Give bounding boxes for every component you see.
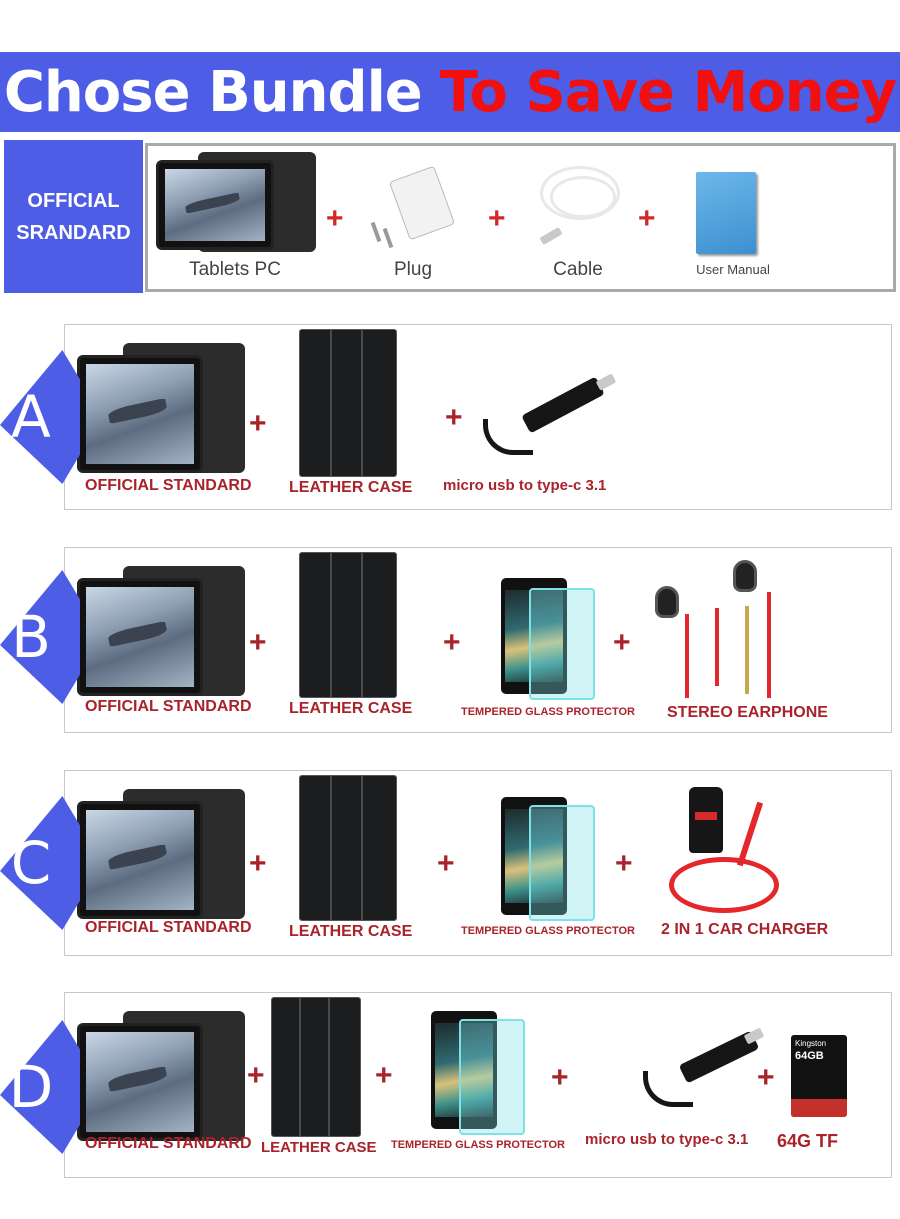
tablet-screen-image xyxy=(86,810,194,910)
cable-coil-image xyxy=(550,176,616,218)
bundle-d[interactable]: OFFICIAL STANDARD + LEATHER CASE + TEMPE… xyxy=(64,992,892,1178)
label-usb-type-c: micro usb to type-c 3.1 xyxy=(443,477,607,494)
plus-icon: + xyxy=(615,847,633,880)
tablet-front-image xyxy=(77,355,203,473)
leather-case-image xyxy=(299,329,397,477)
tablet-screen-image xyxy=(86,364,194,464)
tablet-front-image xyxy=(156,160,274,250)
charger-ring-image xyxy=(695,812,717,821)
label-official-standard: OFFICIAL STANDARD xyxy=(85,698,252,715)
label-64g-tf: 64G TF xyxy=(777,1131,839,1151)
type-c-tip-image xyxy=(595,373,617,391)
phone-screen-image xyxy=(505,809,563,903)
earbud-right-image xyxy=(733,560,757,592)
plus-icon: + xyxy=(488,202,506,235)
plus-icon: + xyxy=(375,1059,393,1092)
earphone-wire-image xyxy=(685,614,689,698)
glass-protector-image xyxy=(459,1019,525,1135)
bundle-c-letter: C xyxy=(10,829,52,897)
tablet-front-image xyxy=(77,578,203,696)
item-tablets-pc: Tablets PC xyxy=(189,259,281,280)
bundle-a-letter: A xyxy=(11,383,51,451)
label-leather-case: LEATHER CASE xyxy=(289,923,413,940)
earphone-wire-image xyxy=(767,592,771,698)
sd-card-brand: Kingston xyxy=(795,1039,827,1048)
tablet-front-image xyxy=(77,1023,203,1141)
plus-icon: + xyxy=(249,847,267,880)
phone-image xyxy=(501,797,567,915)
official-standard-line2: SRANDARD xyxy=(16,221,131,244)
phone-screen-image xyxy=(435,1023,493,1117)
user-manual-image xyxy=(696,172,756,254)
plus-icon: + xyxy=(437,847,455,880)
label-tempered-glass: TEMPERED GLASS PROTECTOR xyxy=(461,925,635,937)
tablet-screen-image xyxy=(86,1032,194,1132)
phone-image xyxy=(431,1011,497,1129)
cable-cord-image xyxy=(483,419,533,455)
header-title-red: To Save Money xyxy=(439,59,897,125)
plug-pin-image xyxy=(370,221,382,243)
label-car-charger: 2 IN 1 CAR CHARGER xyxy=(661,921,829,938)
plus-icon: + xyxy=(757,1061,775,1094)
tablet-screen-image xyxy=(86,587,194,687)
glass-protector-image xyxy=(529,588,595,700)
leather-case-image xyxy=(299,775,397,921)
earphone-jack-image xyxy=(745,606,749,694)
label-usb-type-c: micro usb to type-c 3.1 xyxy=(585,1131,749,1148)
item-plug: Plug xyxy=(393,259,433,280)
earphone-wire-image xyxy=(715,608,719,686)
phone-image xyxy=(501,578,567,694)
official-standard-line1: OFFICIAL xyxy=(27,189,120,212)
plus-icon: + xyxy=(551,1061,569,1094)
bundle-d-letter: D xyxy=(8,1053,54,1121)
official-standard-box: Tablets PC + Plug + Cable + User Manual xyxy=(145,143,896,292)
glass-protector-image xyxy=(529,805,595,921)
bundle-b[interactable]: OFFICIAL STANDARD + LEATHER CASE + TEMPE… xyxy=(64,547,892,733)
plus-icon: + xyxy=(445,401,463,434)
cable-connector-image xyxy=(521,376,605,434)
cable-coil-image xyxy=(540,166,620,220)
header-title-white: Chose Bundle xyxy=(3,59,423,125)
label-official-standard: OFFICIAL STANDARD xyxy=(85,1135,252,1152)
leather-case-image xyxy=(271,997,361,1137)
plug-pin-image xyxy=(382,227,394,249)
charger-cable-image xyxy=(669,857,779,913)
plus-icon: + xyxy=(443,626,461,659)
plus-icon: + xyxy=(613,626,631,659)
sd-card-capacity: 64GB xyxy=(795,1050,824,1062)
plus-icon: + xyxy=(247,1059,265,1092)
plus-icon: + xyxy=(326,202,344,235)
plus-icon: + xyxy=(249,407,267,440)
label-tempered-glass: TEMPERED GLASS PROTECTOR xyxy=(461,706,635,718)
charger-body-image xyxy=(689,787,723,853)
plug-body-image xyxy=(388,165,456,241)
leather-case-image xyxy=(299,552,397,698)
official-standard-label: OFFICIAL SRANDARD xyxy=(4,140,143,293)
bundle-a[interactable]: OFFICIAL STANDARD + LEATHER CASE + micro… xyxy=(64,324,892,510)
label-leather-case: LEATHER CASE xyxy=(289,700,413,717)
plus-icon: + xyxy=(638,202,656,235)
cable-plug-image xyxy=(539,227,563,245)
tablet-front-image xyxy=(77,801,203,919)
label-leather-case: LEATHER CASE xyxy=(289,479,413,496)
plus-icon: + xyxy=(249,626,267,659)
header-banner: Chose Bundle To Save Money xyxy=(0,52,900,132)
bundle-c[interactable]: OFFICIAL STANDARD + LEATHER CASE + TEMPE… xyxy=(64,770,892,956)
phone-screen-image xyxy=(505,590,563,682)
item-cable: Cable xyxy=(553,259,603,280)
label-leather-case: LEATHER CASE xyxy=(261,1139,377,1156)
tablet-screen-image xyxy=(165,169,265,241)
earbud-left-image xyxy=(655,586,679,618)
label-official-standard: OFFICIAL STANDARD xyxy=(85,919,252,936)
label-tempered-glass: TEMPERED GLASS PROTECTOR xyxy=(391,1139,565,1151)
label-stereo-earphone: STEREO EARPHONE xyxy=(667,704,828,721)
bundle-b-letter: B xyxy=(11,603,51,671)
cable-cord-image xyxy=(643,1071,693,1107)
sd-card-image: Kingston 64GB xyxy=(791,1035,847,1117)
charger-cable-image xyxy=(736,801,764,867)
label-official-standard: OFFICIAL STANDARD xyxy=(85,477,252,494)
item-user-manual: User Manual xyxy=(696,262,770,277)
